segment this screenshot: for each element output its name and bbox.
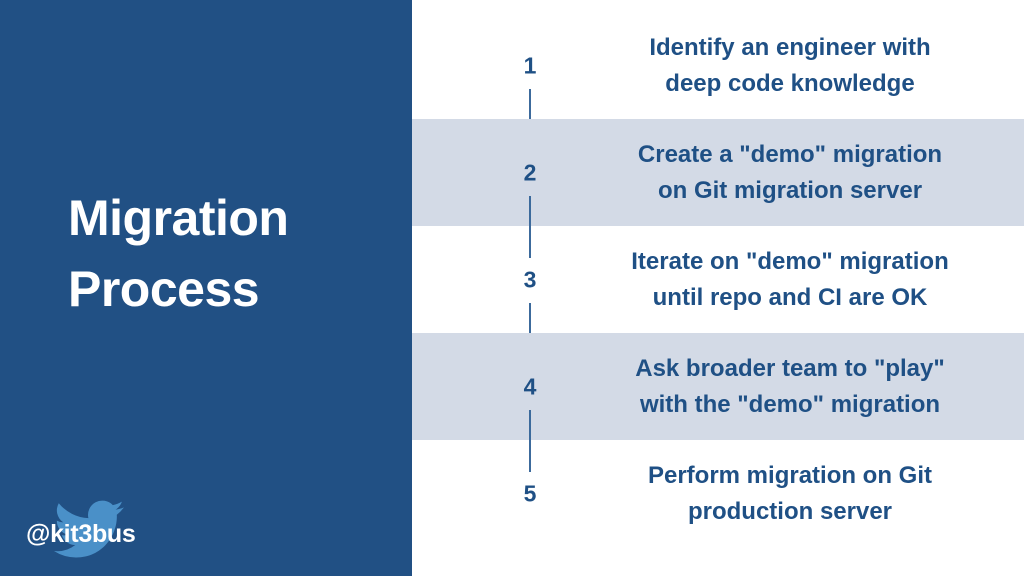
title-panel: Migration Process @kit3bus — [0, 0, 412, 576]
step-number: 5 — [523, 480, 537, 506]
page-title: Migration Process — [68, 190, 289, 317]
step-number: 4 — [523, 373, 537, 399]
list-item[interactable]: 3 Iterate on "demo" migration until repo… — [412, 226, 1024, 333]
twitter-badge[interactable]: @kit3bus — [26, 494, 216, 558]
step-connector-line — [529, 410, 531, 472]
list-item[interactable]: 2 Create a "demo" migration on Git migra… — [412, 119, 1024, 226]
process-step-list: 1 Identify an engineer with deep code kn… — [412, 0, 1024, 576]
step-number: 3 — [523, 266, 537, 292]
step-text: Identify an engineer with deep code know… — [649, 33, 931, 97]
list-item[interactable]: 4 Ask broader team to "play" with the "d… — [412, 333, 1024, 440]
step-connector-line — [529, 196, 531, 258]
step-text: Create a "demo" migration on Git migrati… — [637, 140, 943, 204]
step-number: 1 — [523, 52, 537, 78]
list-item[interactable]: 1 Identify an engineer with deep code kn… — [412, 12, 1024, 119]
twitter-handle-label: @kit3bus — [26, 520, 136, 548]
list-item[interactable]: 5 Perform migration on Git production se… — [412, 440, 1024, 547]
step-text: Ask broader team to "play" with the "dem… — [635, 354, 945, 418]
step-text: Iterate on "demo" migration until repo a… — [631, 247, 949, 311]
step-number: 2 — [523, 159, 537, 185]
twitter-bird-icon — [46, 494, 132, 564]
step-text: Perform migration on Git production serv… — [647, 461, 932, 525]
